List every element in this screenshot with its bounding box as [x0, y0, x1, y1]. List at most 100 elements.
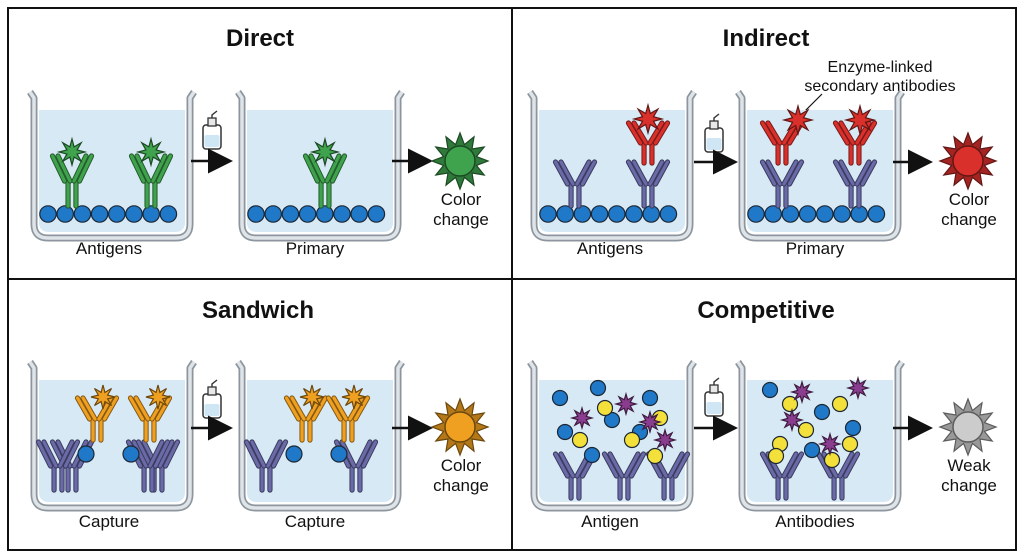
- antigen-dot: [315, 205, 334, 223]
- antigen-dot: [831, 395, 849, 413]
- well-competitive-2: [735, 360, 905, 512]
- well-liquid: [539, 380, 685, 502]
- result-label-line2: change: [941, 210, 997, 229]
- enzyme-star-icon: [652, 427, 678, 453]
- antigen-dot: [844, 419, 862, 437]
- antigen-dot: [813, 403, 831, 421]
- antibody: [49, 153, 95, 209]
- enzyme-star-icon: [145, 384, 171, 410]
- antibody: [128, 153, 174, 209]
- enzyme-star-icon: [845, 375, 871, 401]
- antigen-dot: [108, 205, 126, 223]
- antigen-dot: [764, 205, 782, 223]
- antibody: [74, 395, 120, 443]
- result-label-line2: change: [433, 476, 489, 495]
- step-label-antibodies: Antibodies: [775, 512, 854, 531]
- antigen-dot: [747, 205, 765, 223]
- antigen-dot: [623, 431, 641, 449]
- result-label-line1: Weak: [947, 456, 991, 475]
- antigen-dot: [767, 447, 785, 465]
- color-change-sun-icon: [938, 131, 998, 191]
- well-wall-highlight: [528, 91, 696, 240]
- antibody: [243, 439, 289, 493]
- well-wall-highlight: [736, 361, 904, 510]
- bottle-cap: [207, 386, 217, 396]
- panel-title-direct: Direct: [226, 25, 294, 52]
- well-wall-highlight: [528, 361, 696, 510]
- antigen-dot: [264, 205, 282, 223]
- enzyme-star-icon: [135, 136, 167, 168]
- antigen-dot: [797, 421, 815, 439]
- antibody: [832, 159, 878, 209]
- antigen-dot: [556, 205, 574, 223]
- enzyme-star-icon: [817, 431, 843, 457]
- antigen-dot: [350, 205, 368, 223]
- wash-bottle-icon: [202, 379, 222, 419]
- antigen-dot: [142, 205, 160, 223]
- well-wall-highlight: [28, 361, 196, 510]
- result-label-line2: change: [433, 210, 489, 229]
- antigen-dot: [781, 205, 800, 223]
- bottle-liquid: [204, 404, 220, 416]
- antibody: [302, 153, 348, 209]
- antigen-dot: [122, 445, 140, 463]
- antigen-dot: [798, 205, 817, 223]
- antigen-dot: [607, 205, 626, 223]
- antigen-dot: [125, 205, 143, 223]
- bottle-cap: [709, 384, 719, 394]
- antigen-dot: [556, 423, 574, 441]
- enzyme-star-icon: [299, 384, 325, 410]
- bottle-cap: [709, 120, 719, 130]
- result-label-line2: change: [941, 476, 997, 495]
- step-label-antigens: Antigens: [577, 239, 643, 258]
- step-label-capture: Capture: [285, 512, 345, 531]
- antigen-dot: [625, 205, 643, 223]
- result-label-line1: Color: [441, 190, 482, 209]
- weak-change-sun-icon: [938, 397, 998, 457]
- color-change-sun-icon: [430, 397, 490, 457]
- bottle-liquid: [204, 135, 220, 147]
- antigen-dot: [571, 431, 589, 449]
- antigen-dot: [77, 445, 95, 463]
- antigen-dot: [659, 205, 678, 223]
- bottle-nozzle: [713, 113, 720, 121]
- result-label-line1: Color: [441, 456, 482, 475]
- enzyme-star-icon: [779, 407, 805, 433]
- antigen-dot: [589, 379, 607, 397]
- panel-title-indirect: Indirect: [723, 25, 810, 52]
- antigen-dot: [867, 205, 886, 223]
- sun-core: [444, 411, 476, 443]
- antigen-dot: [641, 389, 659, 407]
- wash-bottle-icon: [704, 113, 724, 153]
- step-label-primary: Primary: [786, 239, 845, 258]
- enzyme-star-icon: [789, 379, 815, 405]
- panel-title-sandwich: Sandwich: [202, 297, 314, 324]
- enzyme-star-icon: [309, 136, 341, 168]
- well-wall-highlight: [236, 361, 404, 510]
- antigen-dot: [761, 381, 779, 399]
- antigen-dot: [333, 205, 351, 223]
- antigen-dot: [815, 205, 834, 223]
- enzyme-star-icon: [781, 103, 815, 137]
- enzyme-star-icon: [569, 405, 595, 431]
- color-change-sun-icon: [430, 131, 490, 191]
- antibody: [625, 159, 671, 209]
- antigen-dot: [603, 411, 621, 429]
- panel-direct: Direct Color change Antigens Primary: [27, 25, 490, 258]
- antigen-dot: [551, 389, 569, 407]
- antigen-dot: [298, 205, 317, 223]
- antigen-dot: [539, 205, 557, 223]
- antigen-dot: [803, 441, 821, 459]
- antigen-dot: [573, 205, 592, 223]
- antigen-dot: [39, 205, 57, 223]
- antigen-dot: [590, 205, 609, 223]
- antibody: [759, 159, 805, 209]
- step-label-antigens: Antigens: [76, 239, 142, 258]
- annotation-line2: secondary antibodies: [804, 78, 955, 95]
- well-wall-highlight: [736, 91, 904, 240]
- antigen-dot: [159, 205, 178, 223]
- step-label-capture: Capture: [79, 512, 139, 531]
- enzyme-star-icon: [56, 136, 88, 168]
- sun-core: [444, 145, 476, 177]
